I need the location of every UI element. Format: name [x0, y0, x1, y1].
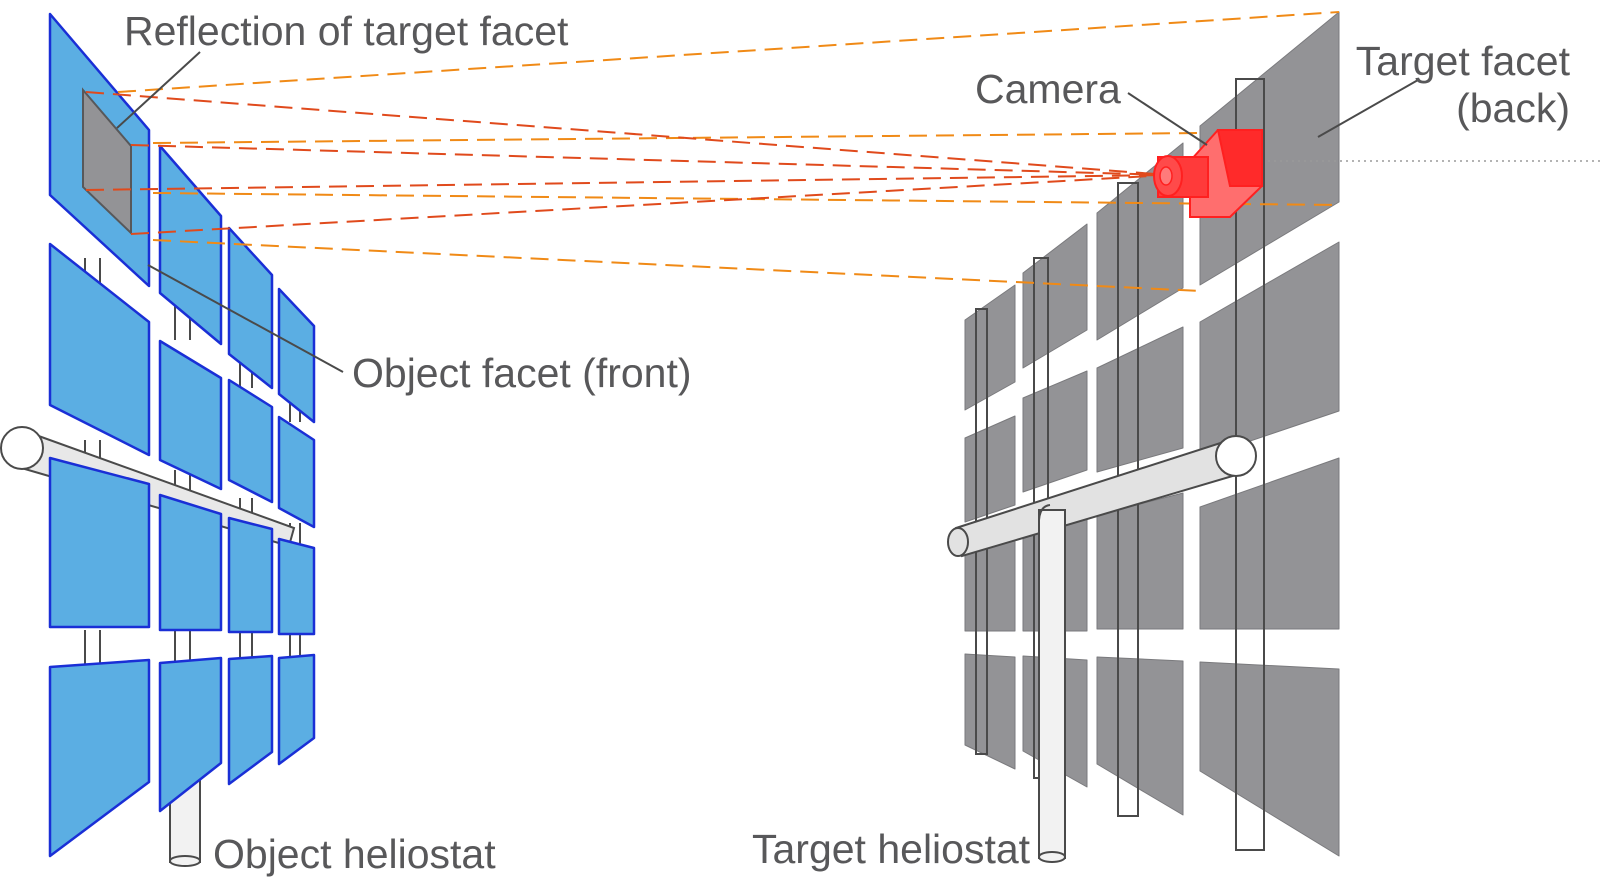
target-facets	[964, 11, 1340, 857]
target-facet-label-line1: Target facet	[1355, 38, 1570, 84]
target-facet-back	[1096, 492, 1184, 630]
target-facet-back	[1096, 656, 1184, 816]
object-facet	[158, 339, 223, 491]
object-facet	[277, 415, 316, 529]
target-facet-back	[1022, 223, 1088, 369]
object-facet	[227, 226, 274, 390]
ray-line	[85, 91, 1169, 176]
reflection-rays	[85, 11, 1340, 292]
target-facet-back	[1199, 11, 1340, 286]
object-facet-label: Object facet (front)	[352, 350, 692, 396]
target-facet-back	[1199, 661, 1340, 857]
target-facet-back	[1096, 326, 1184, 473]
target-heliostat-label: Target heliostat	[752, 826, 1031, 872]
ray-line	[152, 239, 1201, 292]
ray-line	[152, 192, 1340, 206]
object-heliostat	[0, 12, 316, 867]
object-facet	[158, 493, 223, 632]
leader-lines	[116, 51, 1419, 373]
target-facet-back	[1022, 370, 1088, 493]
target-facet-label-line2: (back)	[1456, 85, 1570, 131]
object-facet	[277, 287, 316, 424]
object-facet	[277, 653, 316, 766]
ray-line	[85, 174, 1169, 191]
object-facet	[158, 656, 223, 813]
object-facet	[227, 516, 274, 634]
leader-reflection	[116, 51, 201, 129]
object-facet	[227, 654, 274, 786]
ray-line	[152, 132, 1201, 144]
target-facet-back	[964, 415, 1016, 523]
reflection-label: Reflection of target facet	[124, 8, 569, 54]
object-facet	[48, 658, 151, 858]
ray-line	[130, 174, 1169, 235]
leader-target-facet	[1317, 79, 1419, 138]
object-facet	[48, 242, 151, 457]
ray-line	[130, 144, 1169, 176]
object-heliostat-label: Object heliostat	[213, 831, 496, 877]
camera	[1153, 129, 1263, 218]
target-facet-back	[964, 653, 1016, 770]
target-torque-tube	[947, 435, 1257, 558]
object-facet	[48, 456, 151, 629]
target-facet-back	[1199, 241, 1340, 459]
object-facet	[158, 144, 223, 346]
object-facet	[227, 378, 274, 504]
object-facet	[277, 537, 316, 636]
camera-label: Camera	[975, 66, 1121, 112]
target-facet-back	[1199, 457, 1340, 630]
leader-object-facet	[147, 264, 344, 373]
target-facet-back	[964, 284, 1016, 411]
leader-camera	[1127, 92, 1208, 146]
target-pedestal	[1038, 504, 1066, 863]
target-heliostat	[947, 11, 1340, 863]
ray-line	[117, 11, 1340, 93]
